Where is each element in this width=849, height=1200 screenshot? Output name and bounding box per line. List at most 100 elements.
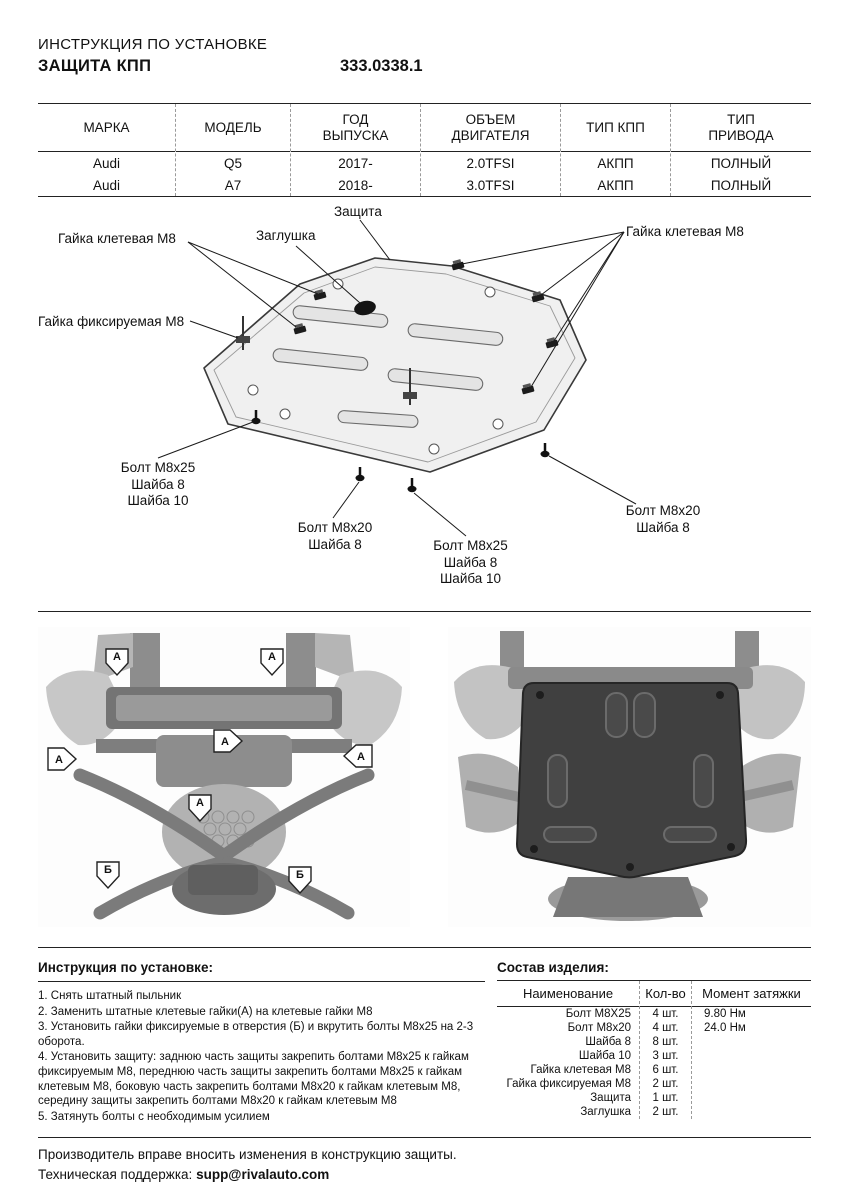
column-header: Кол-во xyxy=(640,981,691,1007)
instruction-steps: 1. Снять штатный пыльник 2. Заменить шта… xyxy=(38,989,478,1125)
part-qty: 1 шт. xyxy=(652,1092,679,1104)
svg-text:А: А xyxy=(221,736,229,748)
instruction-step: 2. Заменить штатные клетевые гайки(А) на… xyxy=(38,1005,373,1018)
shield-drawing xyxy=(157,219,637,537)
divider xyxy=(38,1137,811,1138)
point-marker-a: А А А А А А xyxy=(47,648,373,823)
support-email: supp@rivalauto.com xyxy=(196,1167,330,1182)
bolt-glyphs xyxy=(251,410,550,493)
part-name: Гайка клетевая М8 xyxy=(530,1064,631,1076)
instruction-step: 4. Установить защиту: заднюю часть защит… xyxy=(38,1051,469,1108)
label-bolt-group-right: Болт М8х20 Шайба 8 xyxy=(625,503,701,535)
part-torque xyxy=(692,1063,811,1077)
label-cage-nut-left: Гайка клетевая М8 xyxy=(58,231,176,246)
svg-text:А: А xyxy=(357,751,365,763)
column-header: ОБЪЕМ ДВИГАТЕЛЯ xyxy=(421,104,560,152)
table-cell: АКПП xyxy=(597,155,634,171)
shield-plate xyxy=(203,257,587,473)
part-qty: 8 шт. xyxy=(652,1036,679,1048)
table-cell: АКПП xyxy=(597,177,634,193)
instruction-step: 3. Установить гайки фиксируемые в отверс… xyxy=(38,1021,474,1048)
svg-text:А: А xyxy=(113,651,121,663)
label-plug: Заглушка xyxy=(256,228,316,243)
underbody-illustration xyxy=(46,633,402,920)
table-cell: ПОЛНЫЙ xyxy=(710,155,772,171)
bolt-holes xyxy=(247,278,504,455)
part-name: Шайба 10 xyxy=(578,1050,631,1062)
svg-text:А: А xyxy=(268,651,276,663)
column-header: МАРКА xyxy=(38,104,175,152)
table-cell: A7 xyxy=(224,177,242,193)
table-cell: Audi xyxy=(92,155,121,171)
part-name: Гайка фиксируемая М8 xyxy=(506,1078,631,1090)
column-header: Момент затяжки xyxy=(692,981,811,1007)
spec-col-brand: МАРКА Audi Audi xyxy=(38,104,175,196)
part-torque xyxy=(692,1035,811,1049)
divider xyxy=(38,947,811,948)
label-bolt-group-bottom-left: Болт М8х20 Шайба 8 xyxy=(297,520,373,552)
label-bolt-group-bottom-center: Болт М8х25 Шайба 8 Шайба 10 xyxy=(433,538,508,586)
divider xyxy=(38,611,811,612)
table-cell: 2017- xyxy=(338,155,373,171)
spec-col-year: ГОД ВЫПУСКА 2017- 2018- xyxy=(290,104,420,196)
svg-text:Б: Б xyxy=(296,869,304,881)
instruction-step: 5. Затянуть болты с необходимым усилием xyxy=(38,1110,270,1123)
photo-shield-installed xyxy=(448,627,811,932)
parts-underline xyxy=(497,980,811,981)
part-torque xyxy=(692,1049,811,1063)
parts-col-name: Наименование Болт М8Х25 Болт М8х20 Шайба… xyxy=(497,981,639,1119)
label-bolt-group-left: Болт М8х25 Шайба 8 Шайба 10 xyxy=(120,460,196,508)
plug-glyph xyxy=(354,300,376,316)
part-torque xyxy=(692,1077,811,1091)
document-title: ИНСТРУКЦИЯ ПО УСТАНОВКЕ xyxy=(38,36,268,53)
part-name: Заглушка xyxy=(580,1106,631,1118)
column-header: Наименование xyxy=(497,981,639,1007)
parts-col-torque: Момент затяжки 9.80 Нм 24.0 Нм xyxy=(691,981,811,1119)
fixing-nut-studs xyxy=(236,316,417,405)
manufacturer-note: Производитель вправе вносить изменения в… xyxy=(38,1147,457,1162)
instruction-step: 1. Снять штатный пыльник xyxy=(38,990,182,1002)
part-qty: 2 шт. xyxy=(652,1078,679,1090)
installed-shield-illustration xyxy=(454,631,805,921)
exploded-diagram: Защита Заглушка Гайка клетевая М8 Гайка … xyxy=(38,200,811,610)
part-name: Шайба 8 xyxy=(585,1036,631,1048)
part-qty: 6 шт. xyxy=(652,1064,679,1076)
table-cell: 2018- xyxy=(338,177,373,193)
part-name: Болт М8х20 xyxy=(567,1022,631,1034)
spec-col-gearbox: ТИП КПП АКПП АКПП xyxy=(560,104,670,196)
stiffening-slots xyxy=(272,305,504,428)
point-marker-b: Б Б xyxy=(96,861,312,895)
spec-col-model: МОДЕЛЬ Q5 A7 xyxy=(175,104,290,196)
part-torque xyxy=(692,1105,811,1119)
cage-nut-marks xyxy=(293,259,559,395)
support-label: Техническая поддержка: xyxy=(38,1167,193,1182)
part-name: Болт М8Х25 xyxy=(565,1008,631,1020)
column-header: ТИП ПРИВОДА xyxy=(671,104,811,152)
instructions-title: Инструкция по установке: xyxy=(38,960,213,975)
label-shield: Защита xyxy=(334,204,382,219)
parts-col-qty: Кол-во 4 шт. 4 шт. 8 шт. 3 шт. 6 шт. 2 ш… xyxy=(639,981,691,1119)
part-name: Защита xyxy=(590,1092,631,1104)
part-torque xyxy=(692,1091,811,1105)
label-cage-nut-right: Гайка клетевая М8 xyxy=(626,224,744,239)
table-cell: Audi xyxy=(92,177,121,193)
support-line: Техническая поддержка: supp@rivalauto.co… xyxy=(38,1167,329,1182)
part-qty: 2 шт. xyxy=(652,1106,679,1118)
table-cell: 3.0TFSI xyxy=(466,177,515,193)
part-qty: 4 шт. xyxy=(652,1022,679,1034)
part-torque: 24.0 Нм xyxy=(704,1022,746,1034)
part-torque: 9.80 Нм xyxy=(704,1008,746,1020)
column-header: ТИП КПП xyxy=(561,104,670,152)
table-cell: 2.0TFSI xyxy=(466,155,515,171)
product-name: ЗАЩИТА КПП xyxy=(38,57,152,75)
photo-underbody-before: А А А А А А Б Б xyxy=(38,627,410,932)
column-header: ГОД ВЫПУСКА xyxy=(291,104,420,152)
table-cell: Q5 xyxy=(223,155,242,171)
svg-text:А: А xyxy=(55,754,63,766)
part-number: 333.0338.1 xyxy=(340,57,423,75)
parts-table: Наименование Болт М8Х25 Болт М8х20 Шайба… xyxy=(497,981,811,1119)
leader-lines xyxy=(157,219,637,537)
label-fixing-nut: Гайка фиксируемая М8 xyxy=(38,314,185,329)
svg-text:А: А xyxy=(196,797,204,809)
